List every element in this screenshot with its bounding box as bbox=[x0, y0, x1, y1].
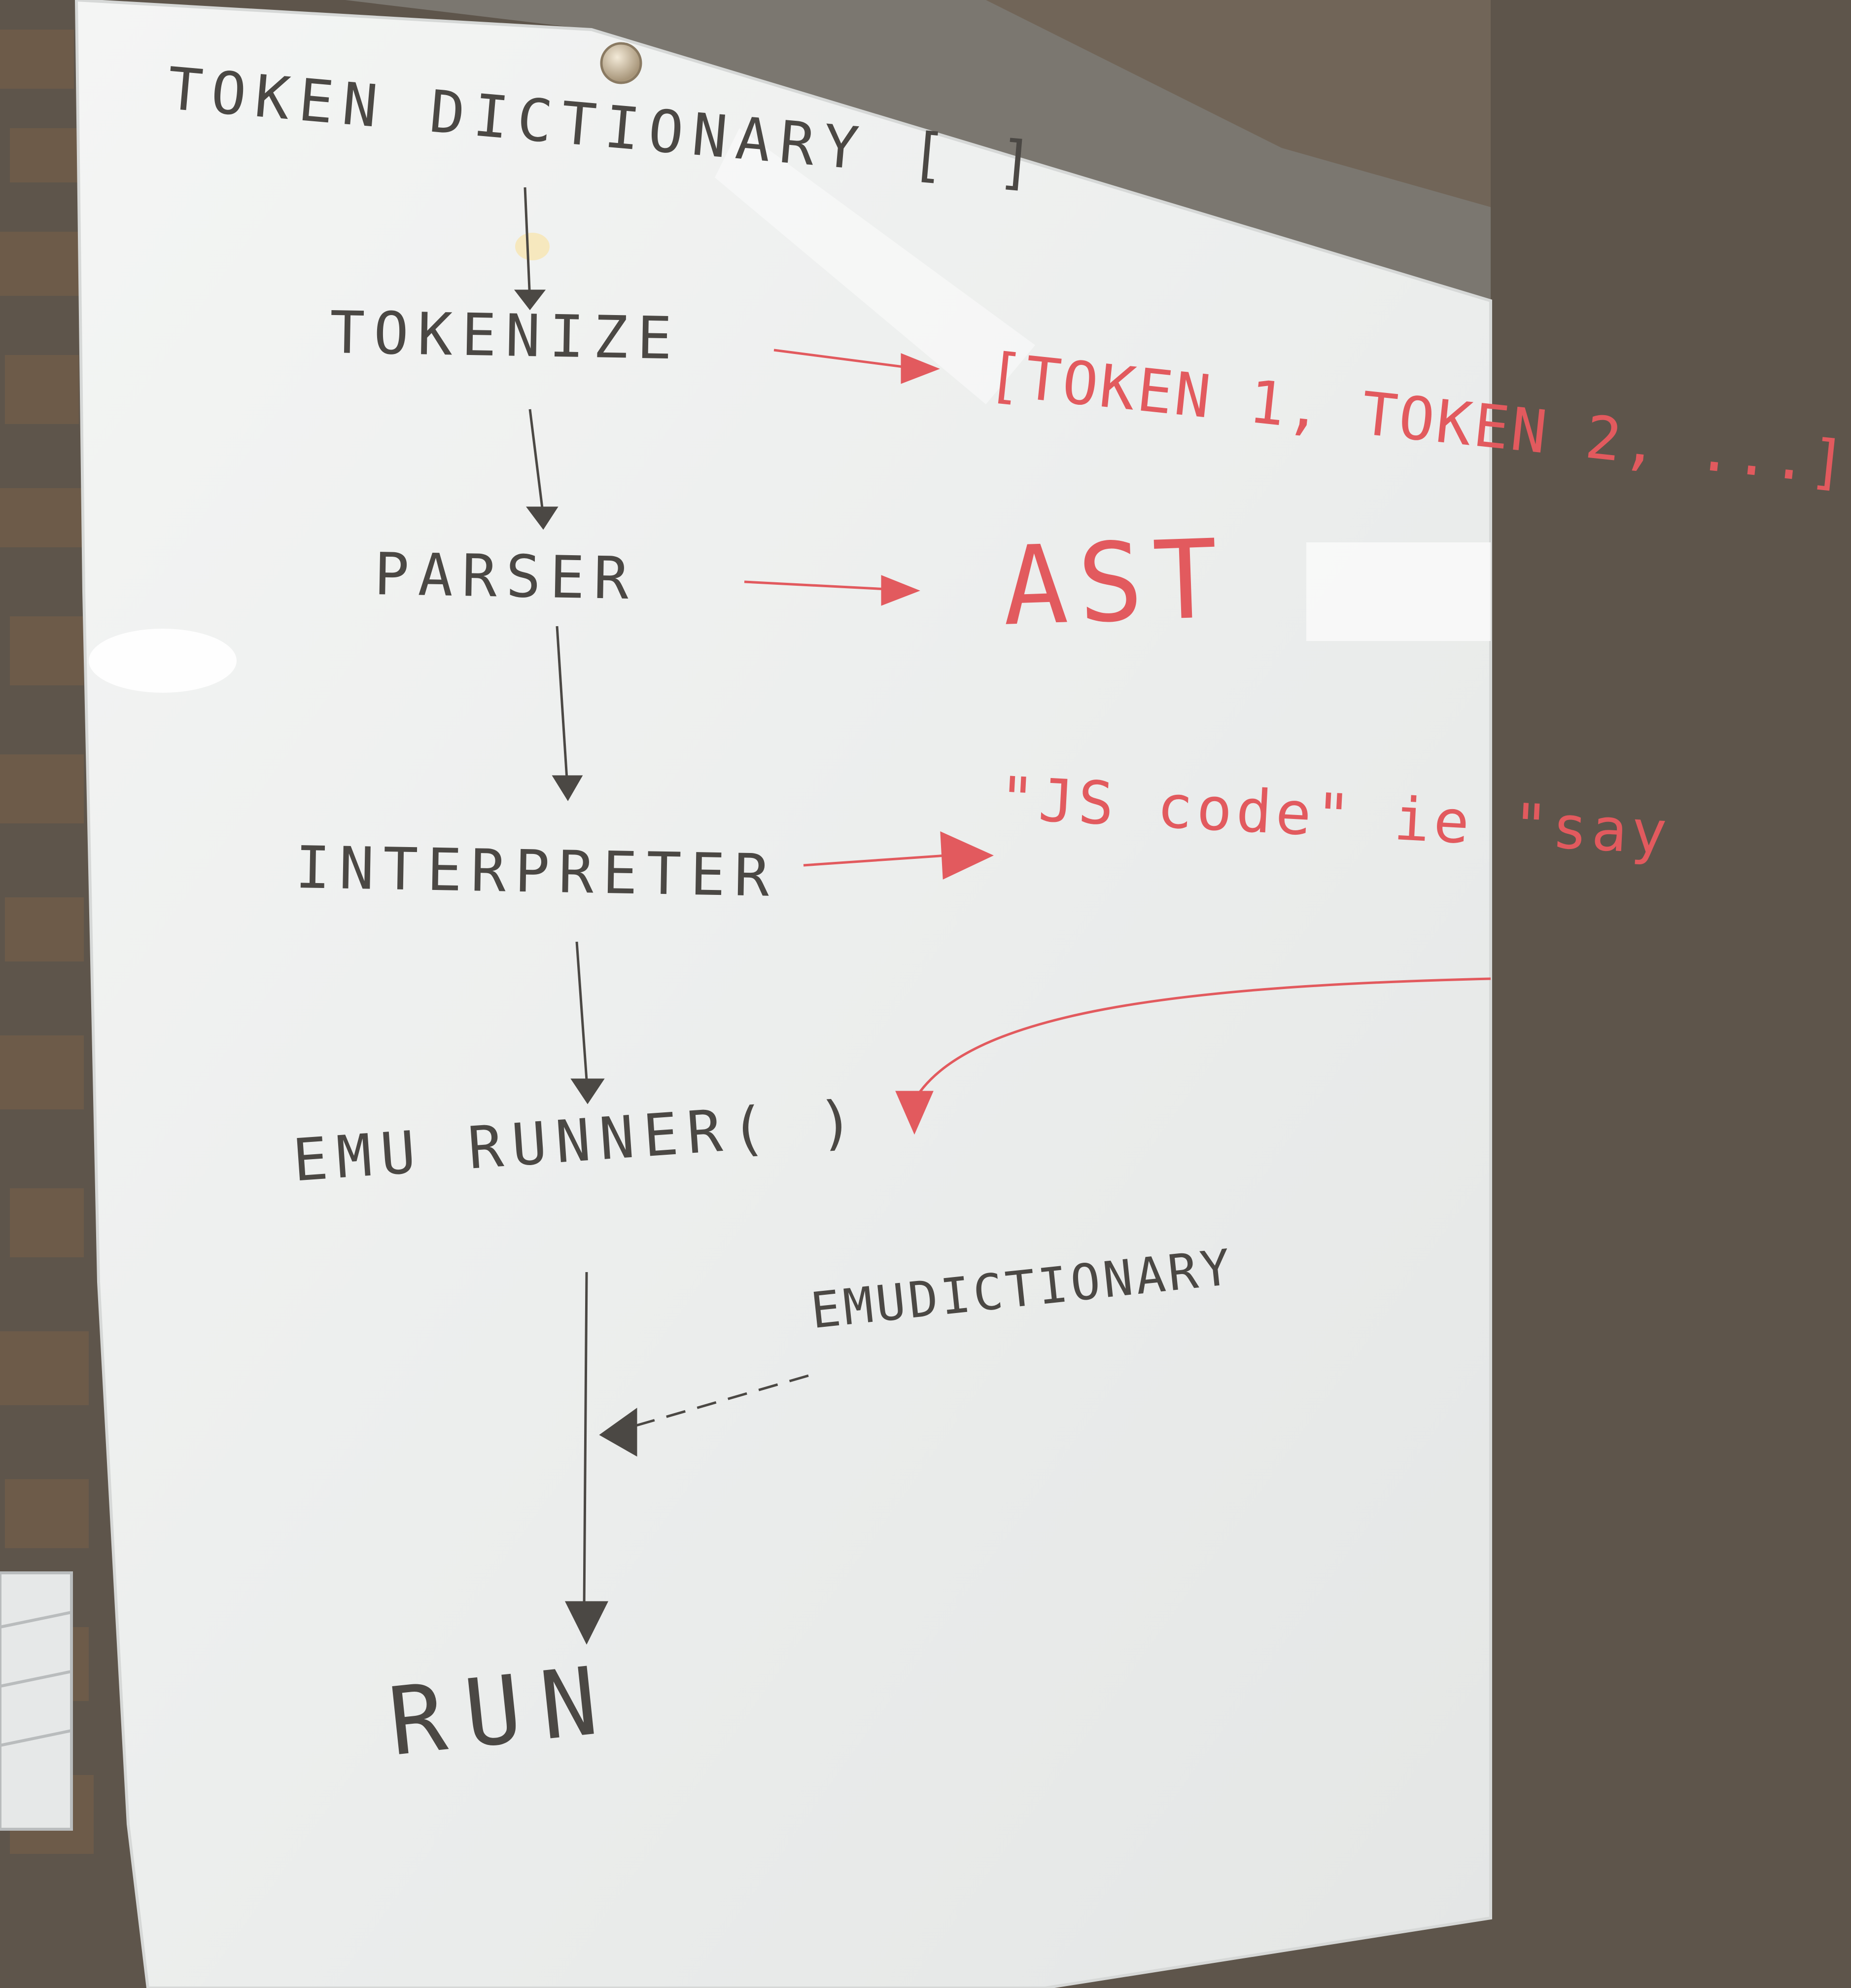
whiteboard bbox=[74, 0, 1492, 1988]
scene bbox=[0, 0, 1492, 1988]
window-reflection bbox=[1306, 542, 1491, 641]
wall-rack bbox=[0, 1571, 73, 1831]
output-arrows bbox=[744, 349, 1491, 1135]
brick-texture bbox=[0, 30, 94, 1854]
output-ast: AST bbox=[1000, 516, 1230, 650]
brick-top-right bbox=[986, 0, 1491, 207]
magnet-icon bbox=[600, 42, 642, 84]
glare bbox=[715, 128, 1035, 404]
step-parser: PARSER bbox=[373, 540, 638, 613]
step-run: RUN bbox=[384, 1644, 623, 1777]
flow-arrows bbox=[514, 187, 809, 1645]
light-reflection bbox=[89, 629, 237, 693]
light-reflection-small bbox=[515, 233, 550, 260]
step-tokenize: TOKENIZE bbox=[329, 298, 682, 373]
step-interpreter: INTERPRETER bbox=[294, 833, 779, 910]
